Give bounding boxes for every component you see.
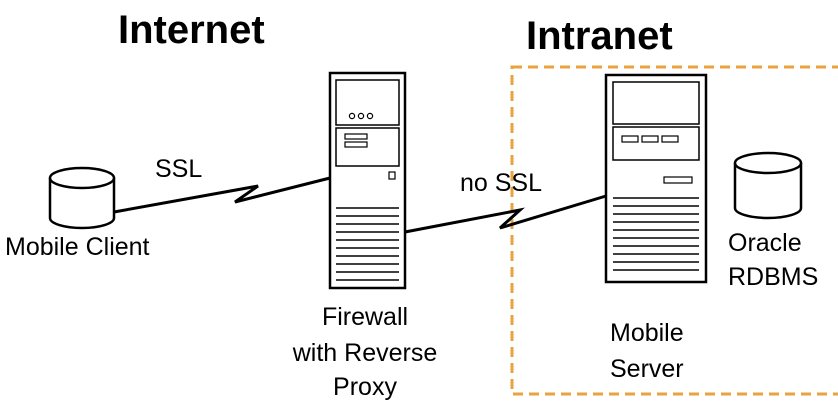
firewall-label-line3: Proxy xyxy=(333,373,397,401)
no-ssl-link xyxy=(404,194,607,234)
firewall-label-line1: Firewall xyxy=(321,303,409,331)
ssl-label: SSL xyxy=(155,155,203,183)
ssl-link xyxy=(113,176,331,214)
mobile-client-label: Mobile Client xyxy=(5,233,150,261)
firewall-label-line2: with Reverse xyxy=(292,339,438,367)
firewall-server-icon xyxy=(328,71,407,290)
mobile-client-cylinder-icon xyxy=(48,166,116,230)
internet-title: Internet xyxy=(118,8,265,52)
oracle-database-cylinder-icon xyxy=(733,151,803,220)
intranet-title: Intranet xyxy=(526,14,673,58)
oracle-label-line1: Oracle xyxy=(728,229,802,257)
mobile-server-label-line1: Mobile xyxy=(610,319,684,347)
mobile-server-icon xyxy=(604,73,708,284)
mobile-server-label-line2: Server xyxy=(610,355,684,383)
oracle-label-line2: RDBMS xyxy=(728,263,819,291)
intranet-boundary xyxy=(510,65,838,396)
no-ssl-label: no SSL xyxy=(460,169,543,197)
